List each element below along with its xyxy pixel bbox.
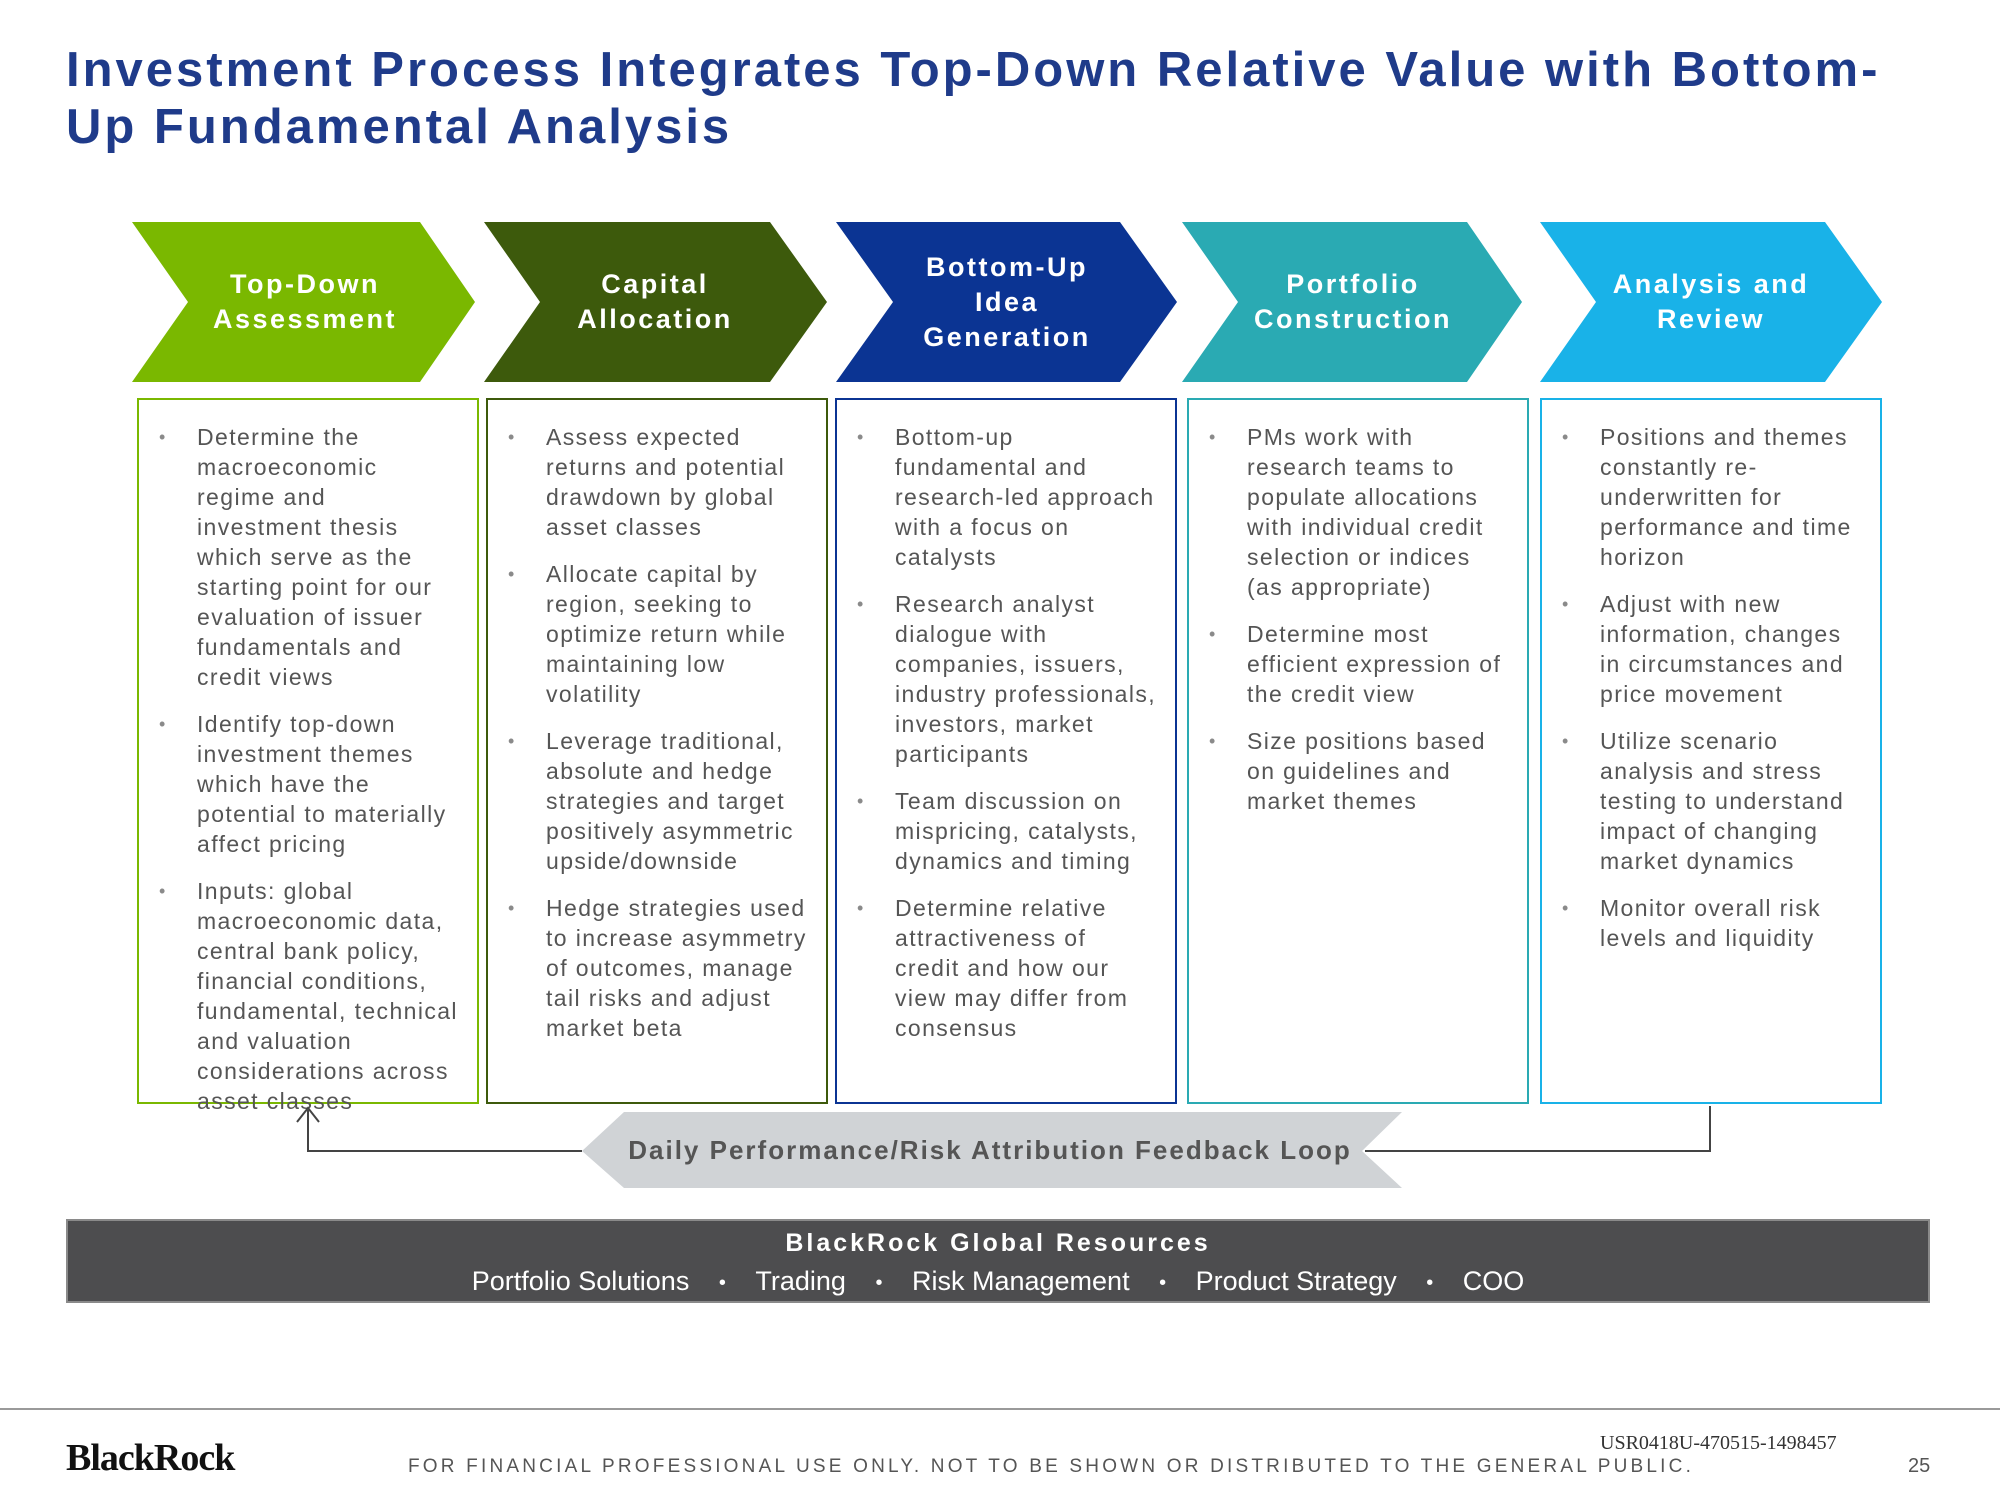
step-box-portfolio-construction: PMs work with research teams to populate… [1187, 398, 1529, 1104]
global-resources-banner: BlackRock Global Resources Portfolio Sol… [66, 1219, 1930, 1303]
bullet-item: Hedge strategies used to increase asymme… [500, 893, 808, 1043]
resource-item: Trading [755, 1266, 846, 1296]
blackrock-logo: BlackRock [66, 1437, 235, 1479]
page-number: 25 [1908, 1455, 1931, 1477]
resources-title: BlackRock Global Resources [785, 1229, 1211, 1257]
bullet-separator-icon: • [718, 1271, 726, 1294]
bullet-item: Assess expected returns and potential dr… [500, 422, 808, 542]
resource-item: Risk Management [911, 1266, 1130, 1296]
feedback-loop-graphic [296, 1106, 1711, 1188]
step-box-analysis-and-review: Positions and themes constantly re-under… [1540, 398, 1882, 1104]
bullet-item: Determine most efficient expression of t… [1201, 619, 1509, 709]
bullet-item: Determine the macroeconomic regime and i… [151, 422, 459, 692]
bullet-item: Identify top-down investment themes whic… [151, 709, 459, 859]
bullet-separator-icon: • [1426, 1271, 1434, 1294]
bullet-item: Adjust with new information, changes in … [1554, 589, 1862, 709]
bullet-item: Allocate capital by region, seeking to o… [500, 559, 808, 709]
bullet-item: Bottom-up fundamental and research-led a… [849, 422, 1157, 572]
resource-item: Product Strategy [1195, 1266, 1397, 1296]
bullet-item: Team discussion on mispricing, catalysts… [849, 786, 1157, 876]
document-id: USR0418U-470515-1498457 [1600, 1432, 1837, 1454]
resources-list: Portfolio Solutions • Trading • Risk Man… [68, 1263, 1928, 1301]
bullet-item: Inputs: global macroeconomic data, centr… [151, 876, 459, 1116]
page-title: Investment Process Integrates Top-Down R… [66, 43, 1881, 154]
bullet-item: Positions and themes constantly re-under… [1554, 422, 1862, 572]
resource-item: Portfolio Solutions [471, 1266, 690, 1296]
step-box-capital-allocation: Assess expected returns and potential dr… [486, 398, 828, 1104]
feedback-return-line [307, 1110, 582, 1152]
step-box-bottom-up-idea-generation: Bottom-up fundamental and research-led a… [835, 398, 1177, 1104]
bullet-item: Research analyst dialogue with companies… [849, 589, 1157, 769]
step-box-top-down-assessment: Determine the macroeconomic regime and i… [137, 398, 479, 1114]
bullet-item: Utilize scenario analysis and stress tes… [1554, 726, 1862, 876]
bullet-item: Size positions based on guidelines and m… [1201, 726, 1509, 816]
feedback-loop-arrow-band [582, 1112, 1402, 1188]
bullet-separator-icon: • [1159, 1271, 1167, 1294]
bullet-item: Leverage traditional, absolute and hedge… [500, 726, 808, 876]
feedback-loop-label: Daily Performance/Risk Attribution Feedb… [628, 1134, 1352, 1165]
resource-item: COO [1462, 1266, 1525, 1296]
footer-disclaimer: FOR FINANCIAL PROFESSIONAL USE ONLY. NOT… [408, 1456, 1695, 1477]
bullet-item: Monitor overall risk levels and liquidit… [1554, 893, 1862, 953]
bullet-separator-icon: • [875, 1271, 883, 1294]
up-arrow-icon [296, 1106, 320, 1123]
bullet-item: PMs work with research teams to populate… [1201, 422, 1509, 602]
feedback-connector-line [1365, 1106, 1711, 1152]
footer-divider [0, 1408, 2000, 1410]
bullet-item: Determine relative attractiveness of cre… [849, 893, 1157, 1043]
